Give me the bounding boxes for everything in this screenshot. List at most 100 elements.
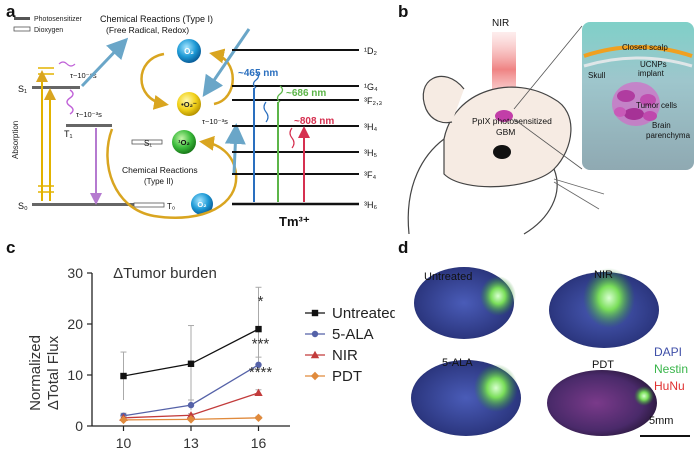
tumor-region [480, 276, 516, 316]
type1-cycle-arc [209, 48, 234, 106]
legend-dioxygen-label: Dioxygen [34, 27, 63, 34]
type1-subtitle: (Free Radical, Redox) [106, 25, 189, 35]
relaxation-wiggle [58, 61, 76, 67]
y-tick-label: 20 [67, 316, 83, 332]
legend-label: PDT [332, 368, 362, 385]
label-untreated: Untreated [424, 271, 472, 283]
tumor-region [634, 386, 654, 406]
singlet-oxygen-label: ¹O₂ [178, 138, 190, 147]
wavelength-465-label: ~465 nm [238, 68, 278, 79]
tau-s1-label: τ~10⁻⁹s [70, 71, 97, 80]
data-point [187, 401, 195, 409]
mouse-snout [523, 168, 558, 235]
whisker [553, 178, 605, 195]
x-tick-label: 10 [116, 435, 132, 449]
y-tick-label: 10 [67, 367, 83, 383]
legend-label: Untreated [332, 305, 395, 322]
zoom-line [513, 118, 583, 170]
ppix-label: PpIX photosensitized [472, 116, 552, 126]
legend-dioxygen-swatch [13, 26, 31, 32]
data-point [254, 413, 263, 423]
data-point [255, 325, 262, 333]
tm-level-label: ³F₂,₃ [364, 96, 382, 106]
wavelength-808-label: ~808 nm [294, 116, 334, 127]
tm-level-label: ³H₄ [364, 122, 377, 132]
significance-label: **** [249, 364, 273, 381]
significance-label: * [258, 293, 264, 310]
skull-label: Skull [588, 71, 606, 80]
gbm-label: GBM [496, 127, 515, 137]
data-point [311, 309, 319, 317]
closed-scalp-label: Closed scalp [622, 43, 668, 52]
tau-tm-label: τ~10⁻³s [202, 117, 228, 126]
emission-wiggle-686 [276, 85, 284, 103]
y-tick-label: 0 [75, 418, 83, 434]
nir-label: NIR [492, 18, 509, 29]
zoom-line [513, 25, 583, 110]
brain-label: Brain [652, 121, 671, 130]
legend-hunu: HuNu [654, 379, 685, 393]
implant-label: implant [638, 69, 665, 78]
tumor-spot [495, 110, 513, 122]
s1b-level [131, 139, 163, 145]
data-point [310, 371, 320, 381]
superoxide-radical-icon [177, 92, 201, 116]
type1-arrow [80, 37, 129, 88]
mouse-head [443, 86, 572, 188]
whisker [553, 181, 600, 210]
panel-letter-d: d [398, 238, 409, 257]
chart-title: ΔTumor burden [113, 265, 217, 282]
mouse-illustration: NIR PpIX photosensitized GBM Closed scal… [407, 18, 694, 235]
data-point [186, 411, 196, 419]
s1-level [32, 86, 80, 89]
x-tick-label: 13 [183, 435, 199, 449]
ucnps-label: UCNPs [640, 60, 667, 69]
emission-wiggle-465 [252, 71, 260, 89]
chart-ylabel: ΔTotal Flux [45, 335, 62, 410]
type2-subtitle: (Type II) [144, 177, 174, 186]
type1-title: Chemical Reactions (Type I) [100, 14, 213, 24]
s0-label: S₀ [18, 201, 28, 211]
s0-level [32, 203, 142, 206]
data-point [119, 415, 128, 425]
tm-relax-wiggle [263, 101, 269, 123]
o2-t0-label: O₂ [197, 200, 206, 209]
legend-photosensitizer-label: Photosensitizer [34, 16, 83, 23]
legend-dapi: DAPI [654, 345, 682, 359]
data-point [255, 361, 262, 368]
s1b-label: S₁ [144, 139, 152, 148]
tau-t1-label: τ~10⁻³s [76, 110, 102, 119]
tm-level-label: ³H₅ [364, 148, 377, 158]
scalp-layer [583, 45, 693, 58]
scale-bar-label: 5mm [649, 415, 673, 427]
data-point [310, 350, 320, 359]
panel-letter-a: a [6, 2, 16, 21]
data-point [120, 372, 127, 380]
singlet-oxygen-icon [172, 130, 196, 154]
panel-letter-c: c [6, 238, 16, 257]
tumor-cell-cluster [612, 82, 660, 126]
superoxide-label: •O₂⁻ [181, 100, 197, 109]
type2-cycle-arc [106, 128, 238, 219]
chart-series: ******** [119, 286, 273, 425]
data-point [186, 415, 196, 424]
t1-label: T₁ [64, 129, 73, 139]
parenchyma-label: parenchyma [646, 131, 691, 140]
s1-label: S₁ [18, 84, 27, 94]
data-point [187, 360, 195, 367]
type2-title: Chemical Reactions [122, 165, 198, 175]
jablonski-diagram: Photosensitizer Dioxygen Absorption S₁ S… [11, 14, 382, 229]
chart-ylabel: Normalized [27, 335, 44, 411]
label-pdt: PDT [592, 359, 614, 371]
brain-sections-image: Untreated NIR 5-ALA PDT DAPI Nestin HuNu… [411, 267, 690, 437]
skull-layer [583, 56, 693, 68]
mouse-eye [493, 145, 511, 159]
intersystem-crossing-wiggle [66, 89, 74, 115]
tm-level-label: ¹D₂ [364, 46, 377, 56]
tumor-burden-chart: ΔTumor burden Normalized ΔTotal Flux 0 10… [27, 265, 395, 449]
significance-label: *** [252, 335, 270, 352]
tm-level-label: ³F₄ [364, 170, 376, 180]
y-tick-label: 30 [67, 265, 83, 281]
tm-level-label: ³H₆ [364, 200, 377, 210]
